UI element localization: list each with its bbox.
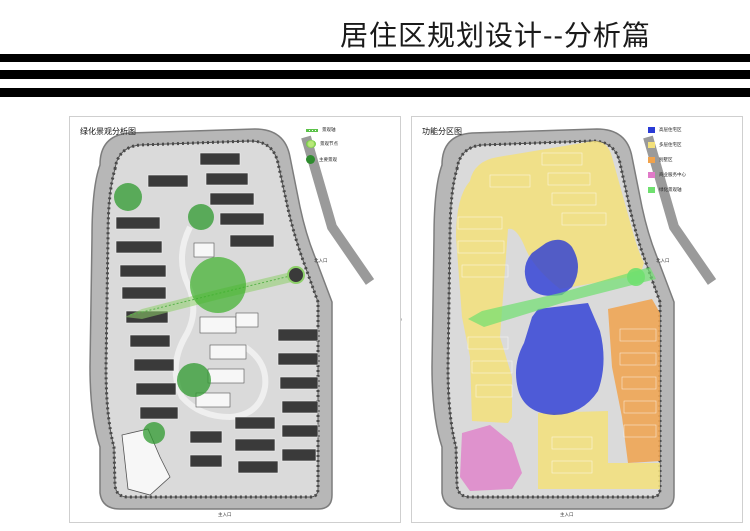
landscape-node-3 (177, 363, 211, 397)
legend-label: 绿化景观轴 (659, 188, 682, 193)
legend-label: 主要景观 (319, 157, 337, 163)
building-blocks (457, 152, 657, 474)
tree-border (446, 139, 662, 499)
main-gate-label: 主入口 (218, 513, 232, 518)
north-gate-label: 北入口 (656, 259, 670, 264)
highrise-swatch (648, 127, 655, 133)
legend-landscape: 景观轴 景观节点 主要景观 (306, 127, 338, 164)
landscape-node-2 (188, 204, 214, 230)
legend-item: 别墅区 (648, 157, 686, 163)
panel-title-right: 功能分区图 (422, 127, 462, 136)
axis-swatch (306, 128, 318, 132)
legend-label: 多层住宅区 (659, 143, 682, 148)
side-road (643, 135, 717, 285)
side-road (301, 135, 375, 285)
stripe-3 (0, 88, 750, 97)
legend-label: 景观节点 (320, 142, 338, 147)
zone-villa (608, 299, 660, 463)
main-landscape-swatch (306, 155, 315, 164)
legend-label: 别墅区 (659, 158, 673, 163)
landscape-node-main (190, 257, 246, 313)
legend-item: 绿化景观轴 (648, 187, 686, 193)
legend-item: 多层住宅区 (648, 142, 686, 148)
legend-item: 商业服务中心 (648, 172, 686, 178)
landscape-node-1 (114, 183, 142, 211)
tree-border (104, 139, 320, 499)
main-gate-label: 主入口 (560, 513, 574, 518)
legend-label: 商业服务中心 (659, 173, 686, 178)
legend-item: 景观轴 (306, 127, 338, 133)
zone-green-node (627, 268, 645, 286)
multistorey-swatch (648, 142, 655, 148)
central-walkway (172, 225, 269, 421)
commercial-swatch (648, 172, 655, 178)
zone-multistorey (456, 141, 644, 423)
legend-item: 景观节点 (306, 140, 338, 148)
zone-multistorey-south (538, 411, 660, 489)
stripe-1 (0, 54, 750, 62)
green-axis-swatch (648, 187, 655, 193)
legend-zoning: 高层住宅区 多层住宅区 别墅区 商业服务中心 绿化景观轴 (648, 127, 686, 193)
stripe-2 (0, 70, 750, 79)
zone-commercial (460, 425, 522, 491)
panel-title-left: 绿化景观分析图 (80, 127, 136, 136)
zone-highrise (524, 239, 578, 296)
zone-green-axis (468, 267, 656, 327)
site-plan-zoning (431, 128, 717, 510)
legend-label: 景观轴 (322, 128, 336, 133)
node-swatch (306, 140, 316, 148)
villa-swatch (648, 157, 655, 163)
function-zoning-panel: 功能分区图 高层住宅区 多层住宅区 别墅区 商业服务中心 绿化景观轴 北入口 主… (411, 116, 743, 523)
light-buildings (193, 242, 259, 408)
landscape-node-4 (143, 422, 165, 444)
landscape-node-east (287, 266, 305, 284)
north-gate-label: 北入口 (314, 259, 328, 264)
page-title: 居住区规划设计--分析篇 (340, 19, 651, 52)
site-plan-landscape (89, 128, 375, 510)
landscape-analysis-panel: 绿化景观分析图 景观轴 景观节点 主要景观 北入口 主入口 (69, 116, 401, 523)
legend-label: 高层住宅区 (659, 128, 682, 133)
legend-item: 高层住宅区 (648, 127, 686, 133)
legend-item: 主要景观 (306, 155, 338, 164)
zone-highrise-south (516, 303, 604, 415)
